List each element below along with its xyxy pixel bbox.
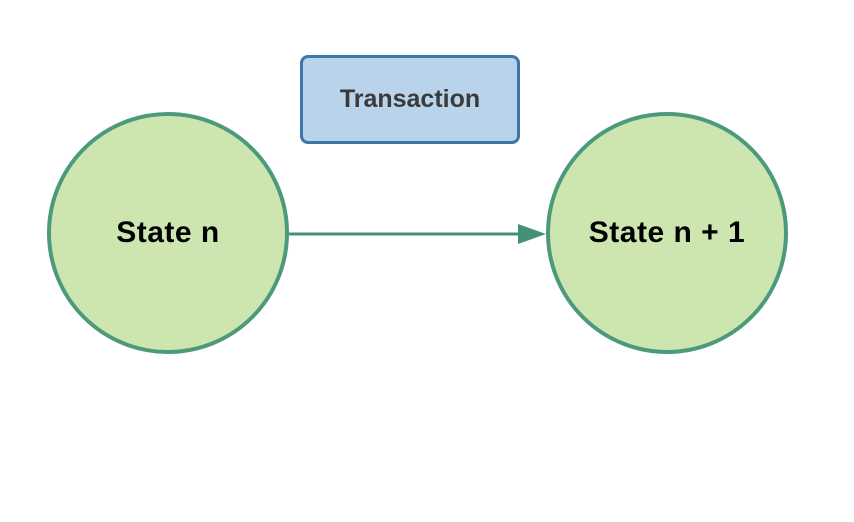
state-n-node: State n bbox=[47, 112, 289, 354]
transition-arrow bbox=[289, 224, 546, 244]
arrow-head-icon bbox=[518, 224, 546, 244]
transaction-label: Transaction bbox=[339, 85, 481, 113]
transaction-label-box: Transaction bbox=[300, 55, 520, 144]
state-n-plus-1-label: State n + 1 bbox=[588, 216, 746, 249]
state-n-plus-1-node: State n + 1 bbox=[546, 112, 788, 354]
state-n-label: State n bbox=[116, 216, 220, 249]
